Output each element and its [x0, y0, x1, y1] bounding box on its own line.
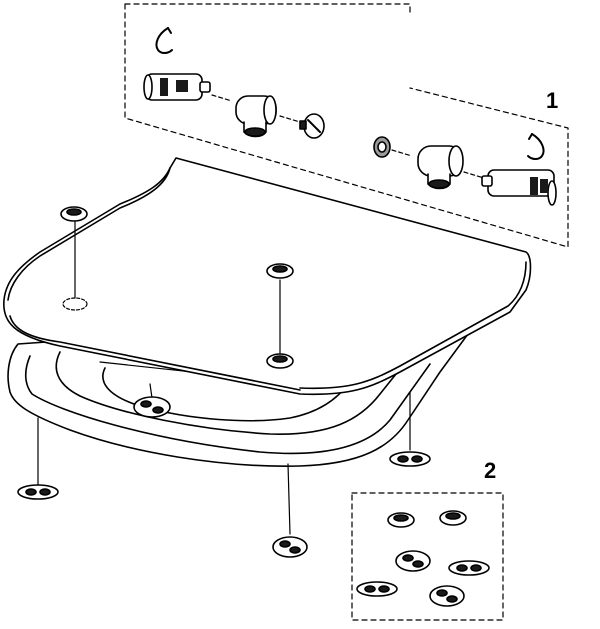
seat-buffer-inner	[133, 396, 171, 418]
spare-buffer-round-2	[439, 510, 467, 526]
left-retaining-clip	[155, 27, 173, 54]
spare-buffer-double-4	[429, 585, 465, 607]
seat-lid	[3, 157, 532, 396]
spare-buffer-round-1	[387, 512, 415, 528]
callout-buffer-kit: 2	[484, 458, 497, 483]
left-screw	[299, 113, 325, 139]
buffer-kit-dashed-box	[351, 492, 504, 621]
left-hinge-pin	[143, 73, 211, 101]
spare-buffer-double-3	[356, 581, 398, 597]
hinge-kit-dashed-box	[124, 3, 569, 248]
lid-buffer-right	[266, 263, 294, 279]
callout-hinge-kit: 1	[546, 88, 559, 113]
left-hinge-mount	[235, 95, 277, 138]
lid-buffer-left-seat	[62, 297, 88, 311]
lid-buffer-left	[60, 206, 88, 222]
spare-buffer-double-1	[395, 550, 431, 572]
seat-buffer-front-right	[272, 536, 308, 558]
right-hinge-pin	[481, 169, 557, 206]
lid-buffer-right-seat	[266, 353, 294, 369]
seat-buffer-back-right	[389, 451, 431, 467]
right-hinge-mount	[417, 145, 464, 190]
right-retaining-clip	[527, 133, 545, 160]
seat-buffer-front-left	[17, 484, 59, 500]
right-screw	[373, 136, 391, 158]
spare-buffer-double-2	[448, 560, 490, 576]
